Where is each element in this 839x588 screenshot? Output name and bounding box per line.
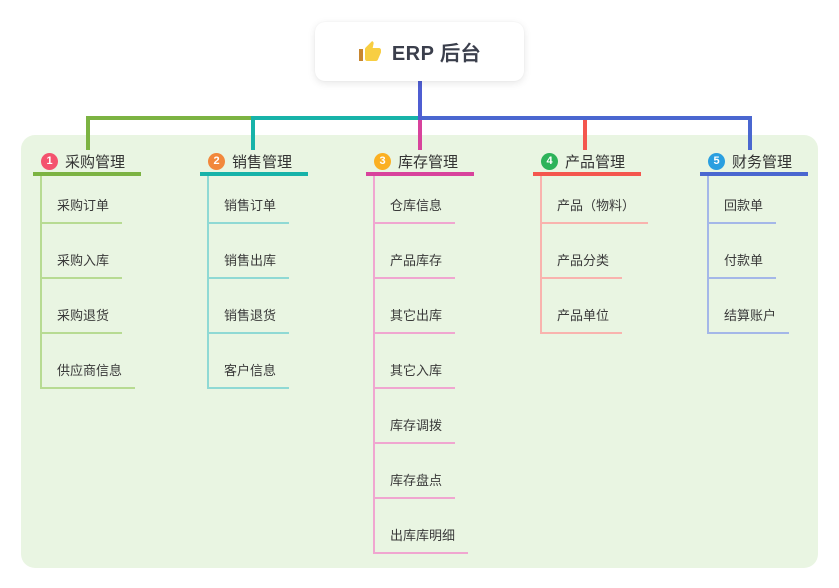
branch-title[interactable]: 1 采购管理 — [33, 150, 141, 176]
branch-children: 销售订单销售出库销售退货客户信息 — [207, 176, 290, 389]
root-node-label: ERP 后台 — [391, 43, 482, 65]
child-node[interactable]: 客户信息 — [209, 334, 290, 389]
branch-purchase-management: 1 采购管理 采购订单采购入库采购退货供应商信息 — [33, 150, 141, 389]
branch-label: 销售管理 — [232, 153, 293, 171]
child-node[interactable]: 采购入库 — [42, 224, 123, 279]
child-node[interactable]: 供应商信息 — [42, 334, 136, 389]
child-node[interactable]: 销售订单 — [209, 176, 290, 224]
child-node[interactable]: 产品分类 — [542, 224, 623, 279]
branch-label: 产品管理 — [565, 153, 626, 171]
child-node[interactable]: 采购订单 — [42, 176, 123, 224]
child-node[interactable]: 结算账户 — [709, 279, 790, 334]
branch-title[interactable]: 3 库存管理 — [366, 150, 474, 176]
child-node[interactable]: 采购退货 — [42, 279, 123, 334]
child-node[interactable]: 销售退货 — [209, 279, 290, 334]
branch-children: 回款单付款单结算账户 — [707, 176, 790, 334]
child-node[interactable]: 回款单 — [709, 176, 777, 224]
branch-children: 产品（物料）产品分类产品单位 — [540, 176, 649, 334]
child-node[interactable]: 其它入库 — [375, 334, 456, 389]
branch-inventory-management: 3 库存管理 仓库信息产品库存其它出库其它入库库存调拨库存盘点出库库明细 — [366, 150, 474, 554]
mindmap-panel — [21, 135, 818, 568]
root-node-erp[interactable]: ERP 后台 — [315, 22, 524, 81]
branch-title[interactable]: 4 产品管理 — [533, 150, 641, 176]
branch-label: 财务管理 — [732, 153, 793, 171]
branch-label: 采购管理 — [65, 153, 126, 171]
branch-title[interactable]: 2 销售管理 — [200, 150, 308, 176]
branch-children: 采购订单采购入库采购退货供应商信息 — [40, 176, 136, 389]
branch-label: 库存管理 — [398, 153, 459, 171]
branch-product-management: 4 产品管理 产品（物料）产品分类产品单位 — [533, 150, 649, 334]
child-node[interactable]: 产品（物料） — [542, 176, 649, 224]
child-node[interactable]: 出库库明细 — [375, 499, 469, 554]
branch-finance-management: 5 财务管理 回款单付款单结算账户 — [700, 150, 808, 334]
branch-badge: 3 — [374, 152, 391, 170]
child-node[interactable]: 库存盘点 — [375, 444, 456, 499]
branch-badge: 5 — [708, 152, 725, 170]
branch-children: 仓库信息产品库存其它出库其它入库库存调拨库存盘点出库库明细 — [373, 176, 469, 554]
branch-title[interactable]: 5 财务管理 — [700, 150, 808, 176]
child-node[interactable]: 库存调拨 — [375, 389, 456, 444]
child-node[interactable]: 销售出库 — [209, 224, 290, 279]
branch-badge: 1 — [41, 152, 58, 170]
child-node[interactable]: 产品库存 — [375, 224, 456, 279]
branch-badge: 4 — [541, 152, 558, 170]
child-node[interactable]: 产品单位 — [542, 279, 623, 334]
child-node[interactable]: 其它出库 — [375, 279, 456, 334]
branch-badge: 2 — [208, 152, 225, 170]
child-node[interactable]: 付款单 — [709, 224, 777, 279]
branch-sales-management: 2 销售管理 销售订单销售出库销售退货客户信息 — [200, 150, 308, 389]
child-node[interactable]: 仓库信息 — [375, 176, 456, 224]
thumbs-up-icon — [358, 40, 381, 61]
